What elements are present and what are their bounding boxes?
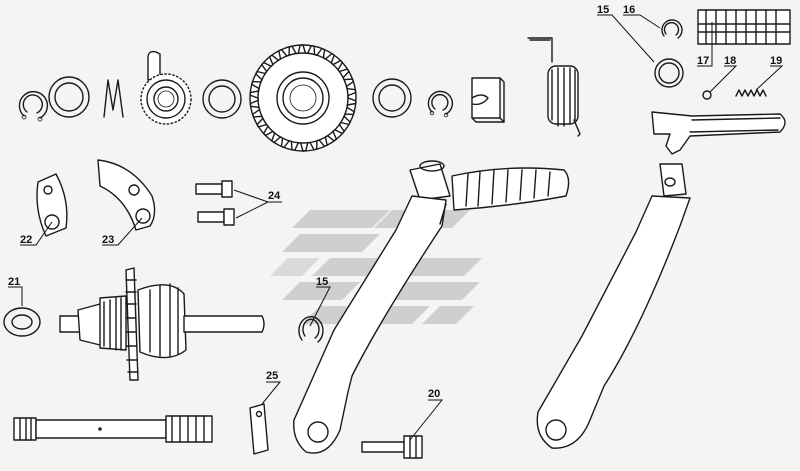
kick-starter-gear — [249, 44, 357, 152]
washer-15-top — [654, 58, 684, 88]
circlip-right — [427, 90, 453, 118]
leader-lines — [8, 14, 784, 441]
circlip-left — [18, 90, 49, 122]
circlip-15-mid — [298, 316, 324, 343]
kickstart-shaft-assembly — [59, 267, 265, 381]
plate-22 — [36, 173, 68, 237]
pin-25 — [249, 403, 269, 455]
return-spring — [527, 37, 581, 137]
ratchet-gear — [140, 50, 192, 125]
spring-guide-block — [471, 77, 505, 123]
thrust-washer-2 — [202, 79, 242, 119]
callout-21: 21 — [8, 276, 20, 288]
washer-21 — [3, 307, 41, 337]
zigzag-spring — [103, 79, 124, 118]
thrust-washer-3 — [372, 78, 412, 118]
callout-23: 23 — [102, 234, 114, 246]
plate-23 — [97, 159, 156, 231]
callout-19: 19 — [770, 55, 782, 67]
callout-22: 22 — [20, 234, 32, 246]
callout-20: 20 — [428, 388, 440, 400]
spring-19 — [735, 89, 767, 97]
callout-15-mid: 15 — [316, 276, 328, 288]
callout-25: 25 — [266, 370, 278, 382]
callout-17: 17 — [697, 55, 709, 67]
callout-18: 18 — [724, 55, 736, 67]
thrust-washer-1 — [48, 76, 90, 118]
callout-16: 16 — [623, 4, 635, 16]
lever-head-folding — [651, 111, 786, 155]
callout-24: 24 — [268, 190, 281, 202]
callout-labels: 15 16 17 18 19 22 23 24 21 15 25 20 — [8, 4, 782, 400]
rubber-grip-17 — [697, 9, 791, 45]
bolt-20 — [361, 435, 423, 459]
bolts-24 — [195, 180, 235, 226]
callout-15-top: 15 — [597, 4, 609, 16]
ball-18 — [702, 90, 712, 100]
kick-lever-bare — [536, 163, 691, 449]
kick-lever-assembled — [293, 160, 570, 454]
ring-16 — [661, 19, 683, 39]
splined-shaft — [13, 415, 213, 443]
